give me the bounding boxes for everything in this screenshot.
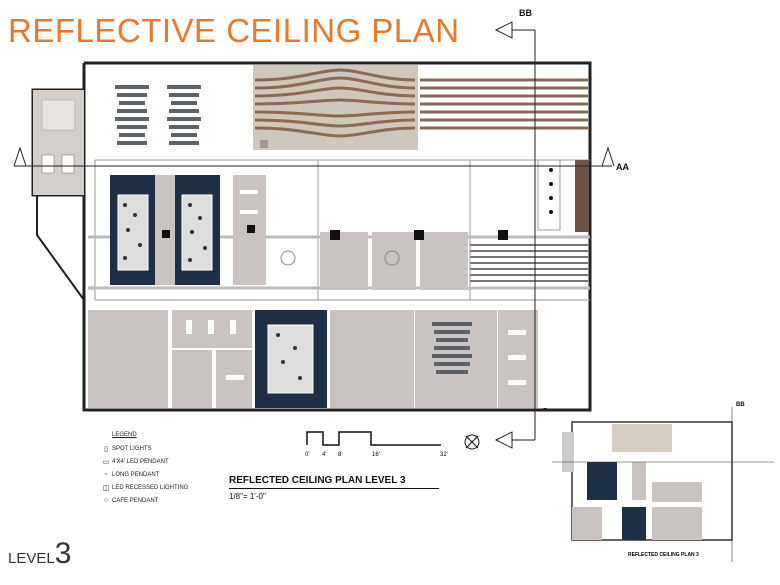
middle-panel-1	[320, 232, 368, 290]
section-label-bb: BB	[519, 8, 532, 18]
legend-item: ◦LONG PENDANT	[100, 468, 188, 481]
plan-scale: 1/8"= 1'-0"	[229, 492, 266, 501]
scale-tick-8: 8'	[338, 452, 342, 458]
led-pendant-icon: ▭	[102, 458, 110, 466]
stepped-ceiling-panels	[115, 85, 201, 145]
bottom-room-1	[88, 310, 168, 408]
long-pendant-icon: ◦	[104, 471, 108, 478]
wood-slats	[254, 68, 416, 138]
cafe-pendant-icon: ○	[103, 497, 109, 504]
scale-tick-4: 4'	[322, 452, 326, 458]
page-title: REFLECTIVE CEILING PLAN	[8, 12, 460, 49]
scale-tick-32: 32'	[440, 452, 448, 458]
mini-section-label: BB	[736, 402, 745, 408]
middle-panel-2	[372, 232, 416, 290]
scale-tick-16: 16'	[372, 452, 380, 458]
spot-lights-icon: ▯	[104, 445, 108, 453]
wood-slats-straight	[420, 78, 588, 130]
bottom-room-5	[415, 310, 497, 408]
legend: LEGEND ▯SPOT LIGHTS ▭4'X4' LED PENDANT ◦…	[100, 432, 189, 507]
legend-item: ▯SPOT LIGHTS	[100, 442, 188, 455]
section-label-aa: AA	[616, 162, 629, 172]
legend-item: ○CAFE PENDANT	[100, 494, 188, 507]
legend-item: ◫LED RECESSED LIGHTING	[100, 481, 189, 494]
legend-heading: LEGEND	[112, 432, 137, 438]
scale-tick-0: 0'	[305, 452, 309, 458]
bottom-room-4	[330, 310, 414, 408]
led-recessed-icon: ◫	[102, 484, 110, 492]
mini-plan-title: REFLECTED CEILING PLAN 3	[628, 552, 699, 558]
mini-plan-thumbnail: REFLECTED CEILING PLAN 3 BB	[552, 402, 774, 578]
level-label: LEVEL3	[8, 537, 72, 570]
section-line-aa	[13, 146, 615, 167]
section-line-bb	[494, 21, 536, 449]
north-arrow-icon	[464, 434, 480, 450]
scale-bar	[306, 431, 441, 446]
middle-panel-3	[420, 232, 468, 290]
legend-item: ▭4'X4' LED PENDANT	[100, 455, 188, 468]
plan-title: REFLECTED CEILING PLAN LEVEL 3	[229, 475, 439, 489]
striped-ceiling	[470, 244, 588, 282]
grid-lines	[94, 159, 590, 301]
